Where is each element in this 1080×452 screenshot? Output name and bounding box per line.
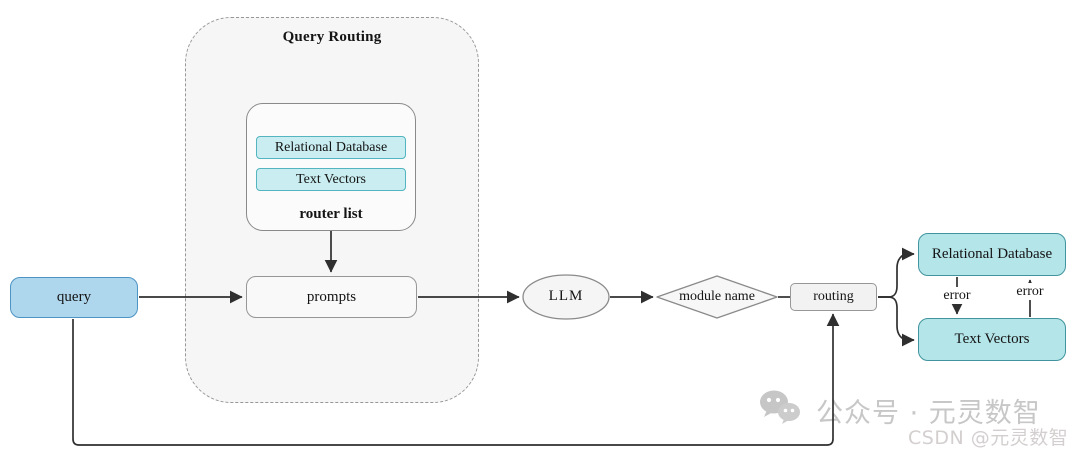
edge-routing-to-text-vectors — [878, 296, 915, 347]
node-relational-database: Relational Database — [918, 233, 1066, 276]
router-list-label: router list — [299, 206, 363, 222]
node-text-vectors: Text Vectors — [918, 318, 1066, 361]
node-routing: routing — [790, 283, 877, 311]
router-item-relational-database: Relational Database — [256, 136, 406, 159]
node-query: query — [10, 277, 138, 318]
query-routing-group-title: Query Routing — [282, 29, 382, 45]
watermark-wechat-text: 公众号 · 元灵数智 — [816, 398, 1041, 429]
router-item-text-vectors: Text Vectors — [256, 168, 406, 191]
node-prompts: prompts — [246, 276, 417, 318]
watermark-csdn-text: CSDN @元灵数智 — [908, 427, 1069, 449]
edge-label-error-down: error — [934, 287, 980, 304]
edge-routing-to-relational-database — [878, 247, 915, 298]
node-module-name-label: module name — [679, 289, 755, 304]
node-llm-label: LLM — [548, 288, 584, 304]
router-list-box: Relational Database Text Vectors router … — [246, 103, 416, 231]
wechat-icon — [760, 390, 800, 424]
edge-label-error-up: error — [1007, 283, 1053, 300]
